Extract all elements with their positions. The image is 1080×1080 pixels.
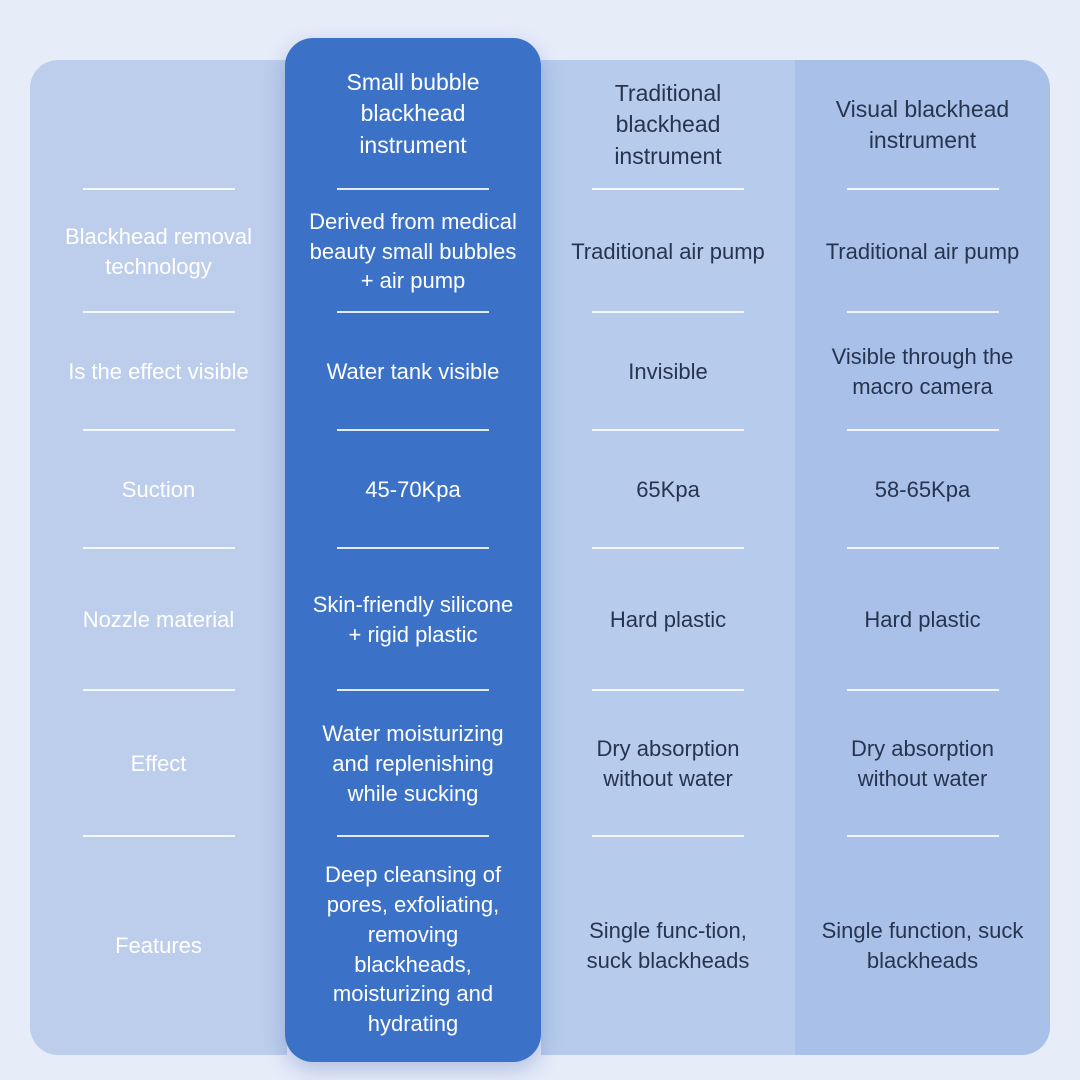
column-small-bubble-instrument: Small bubble blackhead instrument Derive… [285, 38, 541, 1062]
table-cell: Single function, suck blackheads [821, 918, 1024, 973]
row-label-nozzle-material: Nozzle material [30, 549, 287, 691]
table-cell: Skin-friendly silicone + rigid plastic [285, 549, 541, 691]
table-cell: Hard plastic [541, 549, 795, 691]
table-cell: Water moisturizing and replenishing whil… [285, 691, 541, 837]
table-cell: Deep cleansing of pores, exfoliating, re… [324, 862, 502, 1036]
table-cell: Invisible [541, 313, 795, 431]
row-label-effect: Effect [30, 691, 287, 837]
table-cell: Dry absorption without water [795, 691, 1050, 837]
table-cell: Derived from medical beauty small bubble… [285, 190, 541, 313]
table-cell: Water tank visible [285, 313, 541, 431]
row-label-effect-visible: Is the effect visible [30, 313, 287, 431]
table-cell: Traditional air pump [795, 190, 1050, 313]
table-cell: Traditional air pump [541, 190, 795, 313]
table-cell: Visible through the macro camera [795, 313, 1050, 431]
labels-header-spacer [30, 60, 287, 190]
table-cell: 45-70Kpa [285, 431, 541, 549]
table-cell: Single func-tion, suck blackheads [586, 918, 750, 973]
column-header: Visual blackhead instrument [795, 60, 1050, 190]
row-label-suction: Suction [30, 431, 287, 549]
table-cell: Hard plastic [795, 549, 1050, 691]
column-visual-instrument: Visual blackhead instrument Traditional … [795, 60, 1050, 1055]
column-header: Traditional blackhead instrument [541, 60, 795, 190]
column-traditional-instrument: Traditional blackhead instrument Traditi… [541, 60, 795, 1055]
table-cell: Dry absorption without water [541, 691, 795, 837]
table-cell: 65Kpa [541, 431, 795, 549]
column-header: Small bubble blackhead instrument [285, 38, 541, 190]
table-cell: 58-65Kpa [795, 431, 1050, 549]
row-label-features: Features [115, 933, 202, 959]
row-labels-column: Blackhead removal technology Is the effe… [30, 60, 287, 1055]
row-label-technology: Blackhead removal technology [30, 190, 287, 313]
